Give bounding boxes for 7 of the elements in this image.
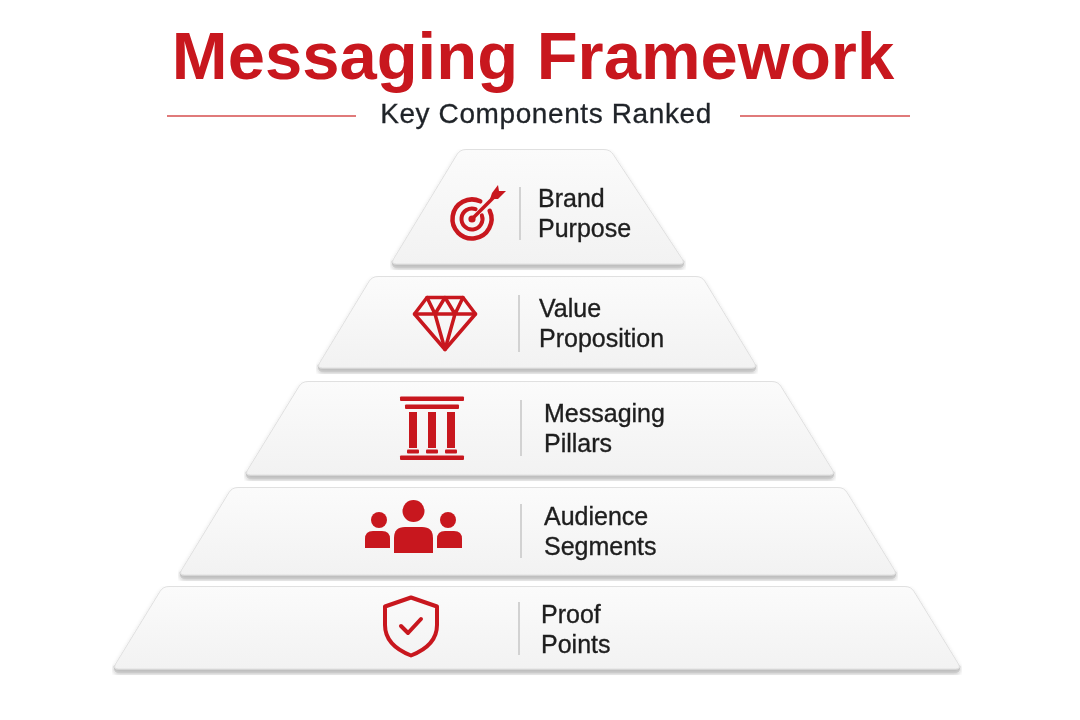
tier-label: Audience Segments xyxy=(544,501,657,561)
tier-label: Value Proposition xyxy=(539,293,665,353)
tier-label: Brand Purpose xyxy=(538,183,632,243)
subtitle: Key Components Ranked xyxy=(380,97,712,131)
title: Messaging Framework xyxy=(171,17,895,94)
tier-label: Messaging Pillars xyxy=(544,398,665,458)
tier-label: Proof Points xyxy=(541,599,611,659)
